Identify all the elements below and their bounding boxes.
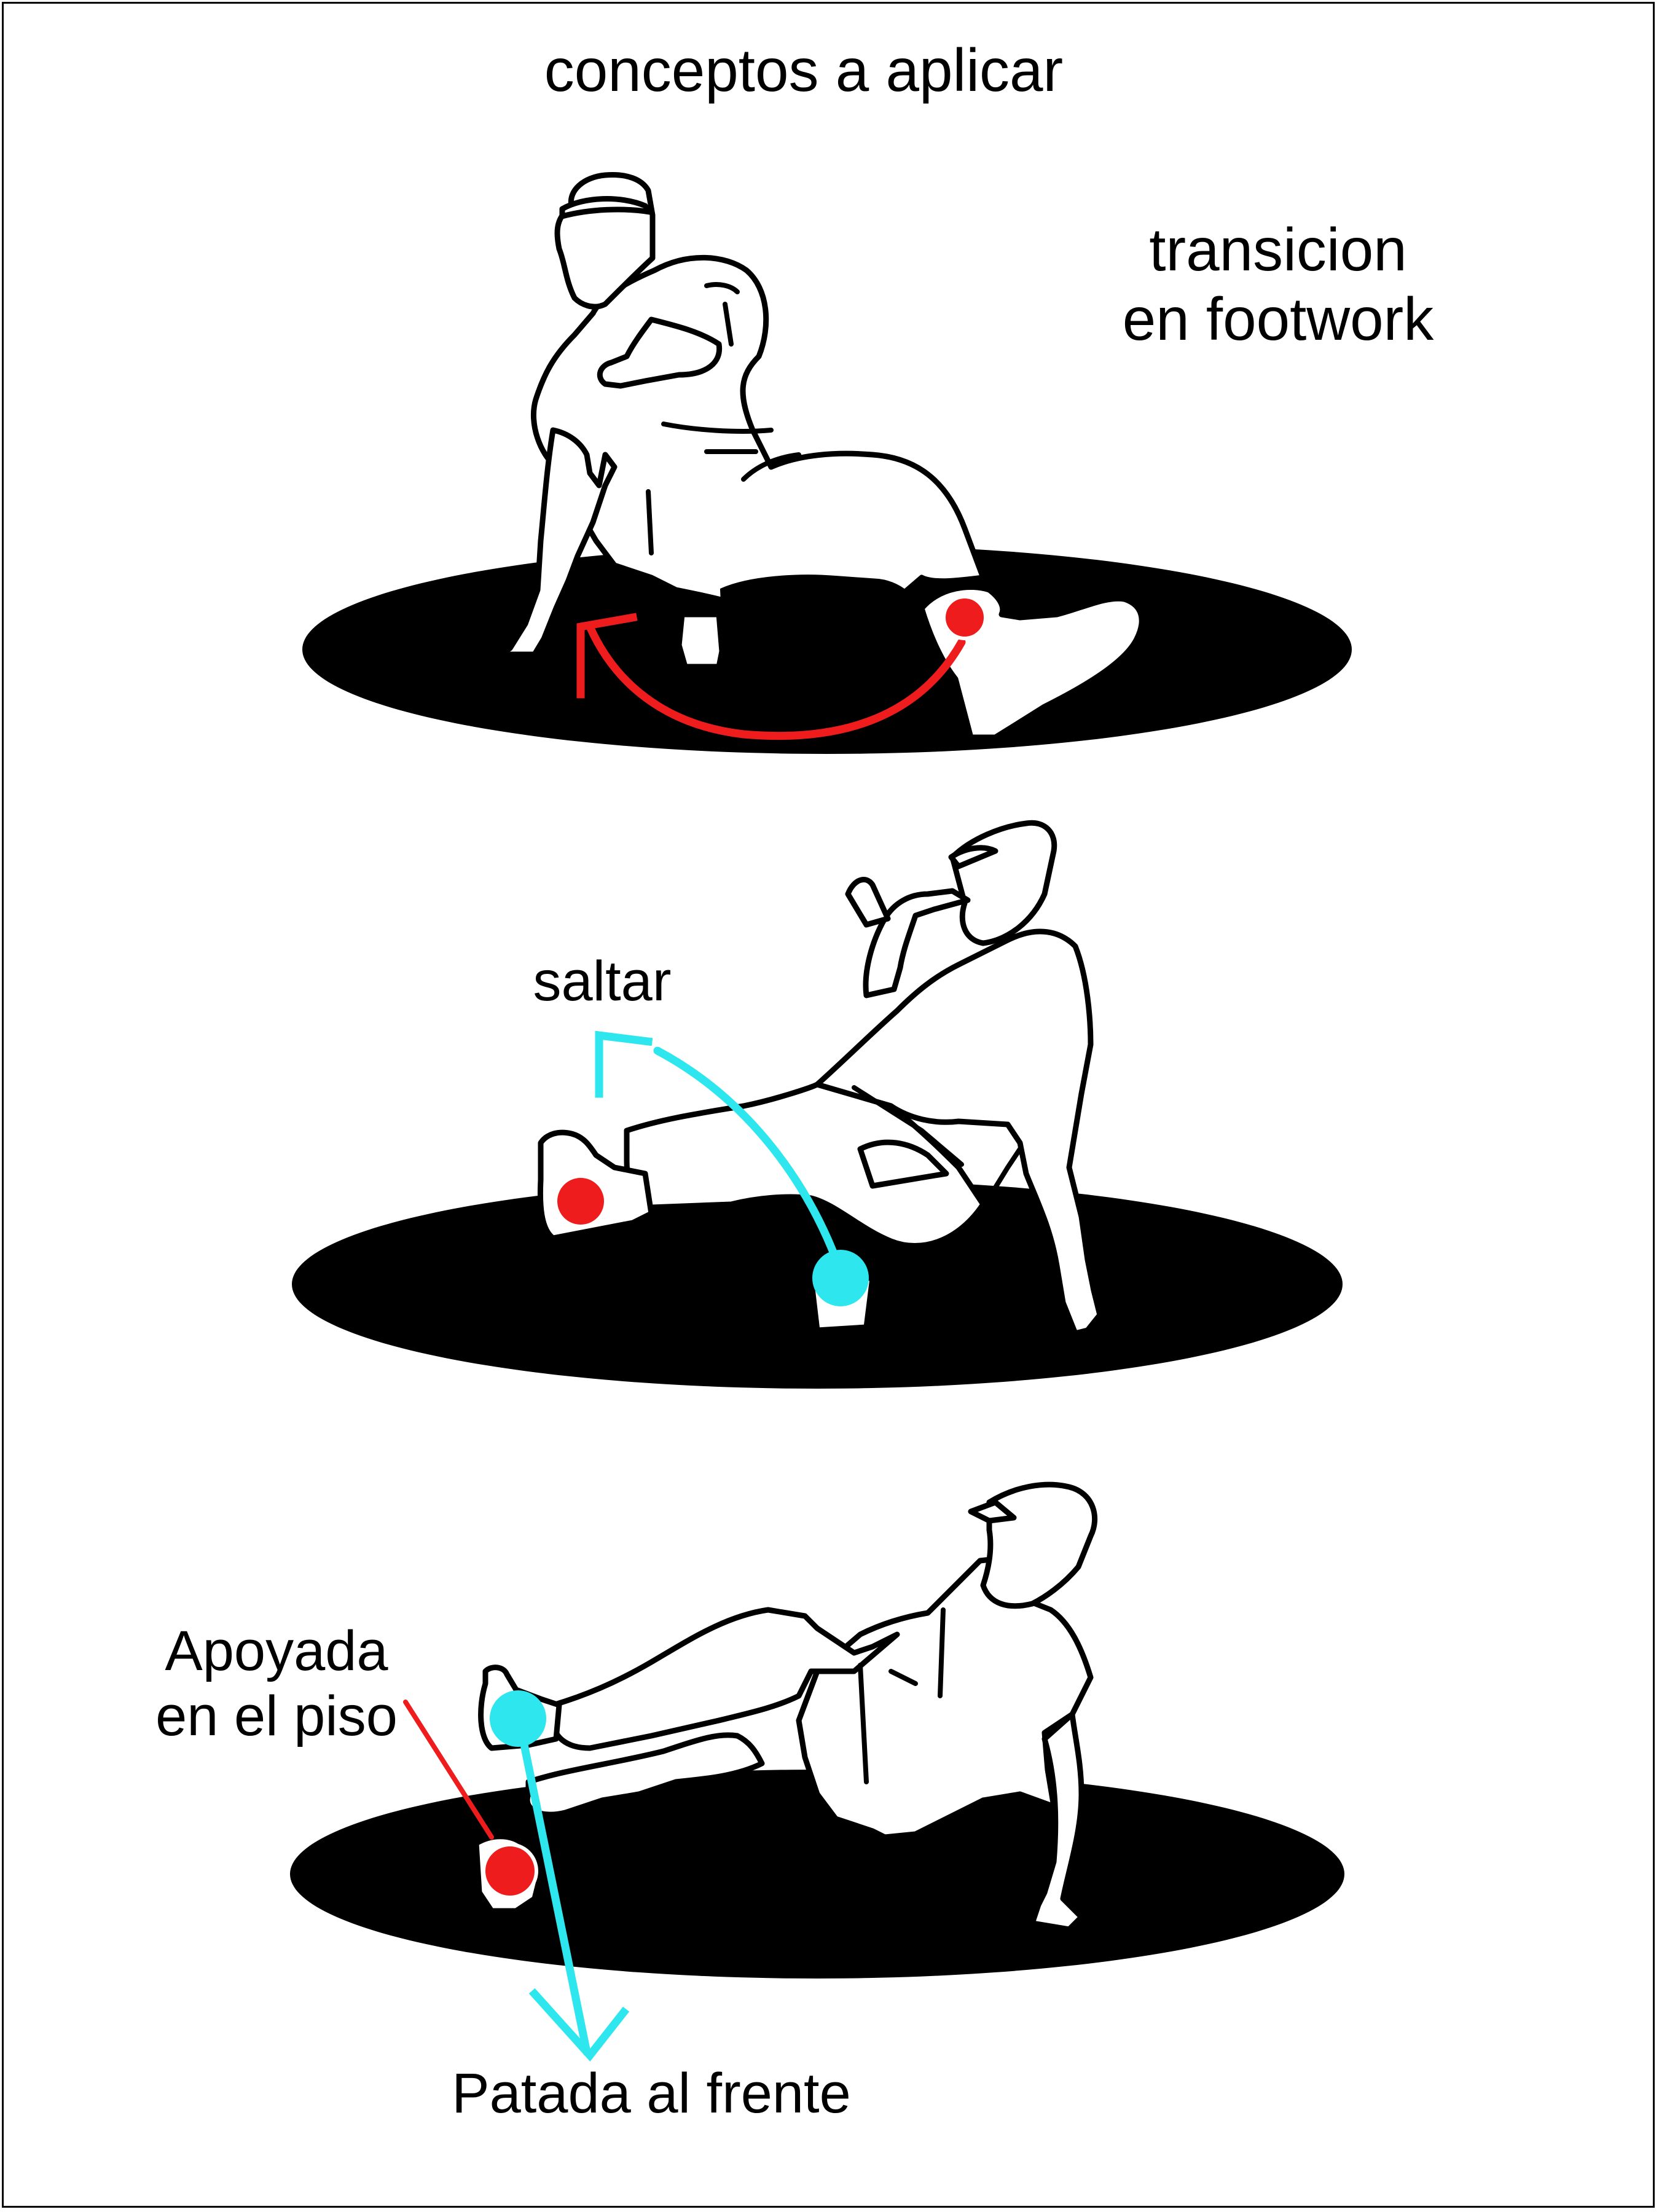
cyan-arrowhead [595, 1030, 653, 1098]
panel-1 [302, 171, 1352, 754]
cyan-arrowhead-down [528, 1988, 630, 2062]
panel-3 [290, 1481, 1344, 2062]
panel-2 [292, 820, 1343, 1389]
cyan-straight-arrow [515, 1716, 591, 2057]
jump-label: saltar [533, 950, 672, 1013]
cyan-dot-2 [812, 1250, 869, 1306]
side-note-line-1: transicion [1149, 216, 1407, 283]
floor-support-line-2: en el piso [155, 1684, 398, 1747]
figure-3-side-lying [473, 1481, 1098, 1932]
floor-support-label: Apoyada en el piso [123, 1619, 430, 1749]
floor-support-pointer [403, 1700, 494, 1840]
red-dot-2 [557, 1178, 604, 1225]
side-note-line-2: en footwork [1122, 284, 1434, 353]
floor-support-line-1: Apoyada [165, 1620, 388, 1682]
red-dot-3 [482, 1843, 538, 1899]
red-arrowhead [576, 613, 638, 699]
side-note: transicion en footwork [1081, 215, 1475, 353]
page-title: conceptos a aplicar [544, 36, 1064, 104]
front-kick-label: Patada al frente [452, 2062, 851, 2125]
cyan-curved-arrow [653, 1046, 846, 1279]
red-curved-arrow [586, 622, 966, 740]
cyan-dot-3 [490, 1690, 546, 1747]
floor-disc-3 [290, 1770, 1344, 1979]
red-dot-1 [942, 595, 987, 640]
